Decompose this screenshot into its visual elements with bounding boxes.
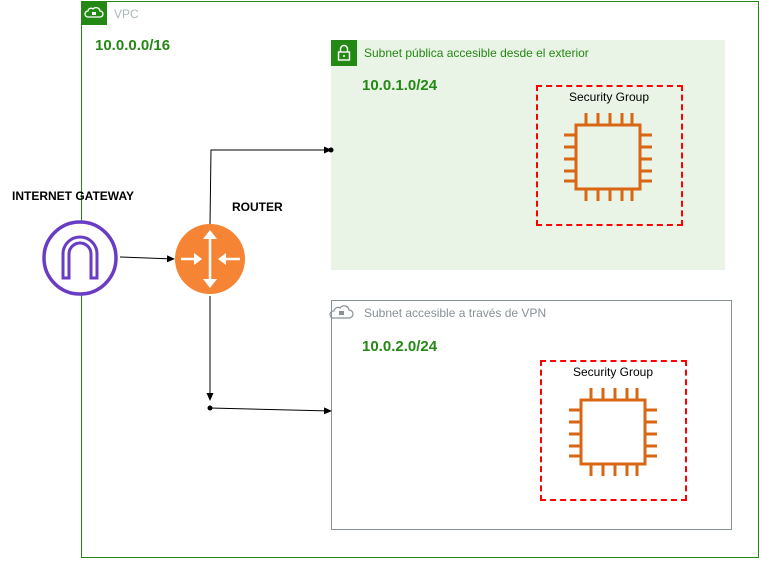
gateway-to-router-connector — [119, 255, 175, 263]
public-subnet-cidr: 10.0.1.0/24 — [362, 77, 438, 94]
vpn-security-group — [540, 360, 687, 501]
router-label: ROUTER — [232, 200, 283, 214]
cloud-lock-icon — [84, 6, 104, 18]
cloud-vpn-icon — [329, 305, 354, 319]
padlock-icon — [337, 44, 351, 61]
public-subnet-badge — [331, 40, 357, 66]
router-to-public-subnet-connector — [209, 146, 334, 225]
public-security-group-label: Security Group — [569, 90, 650, 104]
vpc-cidr: 10.0.0.0/16 — [95, 37, 171, 54]
vpn-subnet-label: Subnet accesible a través de VPN — [364, 306, 547, 320]
ec2-instance-icon — [569, 388, 657, 476]
vpc-badge — [81, 1, 107, 25]
ec2-instance-icon — [564, 113, 652, 201]
vpn-subnet-cidr: 10.0.2.0/24 — [362, 338, 438, 355]
vpn-subnet — [331, 300, 732, 530]
public-subnet-label: Subnet pública accesible desde el exteri… — [364, 46, 589, 60]
internet-gateway-icon — [42, 220, 118, 296]
router-to-vpn-subnet-connector — [206, 296, 332, 415]
router-icon — [175, 224, 245, 294]
internet-gateway-label: INTERNET GATEWAY — [12, 189, 135, 203]
public-security-group — [536, 85, 683, 226]
public-subnet — [331, 40, 725, 270]
vpn-security-group-label: Security Group — [573, 365, 654, 379]
vpc-label: VPC — [114, 7, 139, 21]
